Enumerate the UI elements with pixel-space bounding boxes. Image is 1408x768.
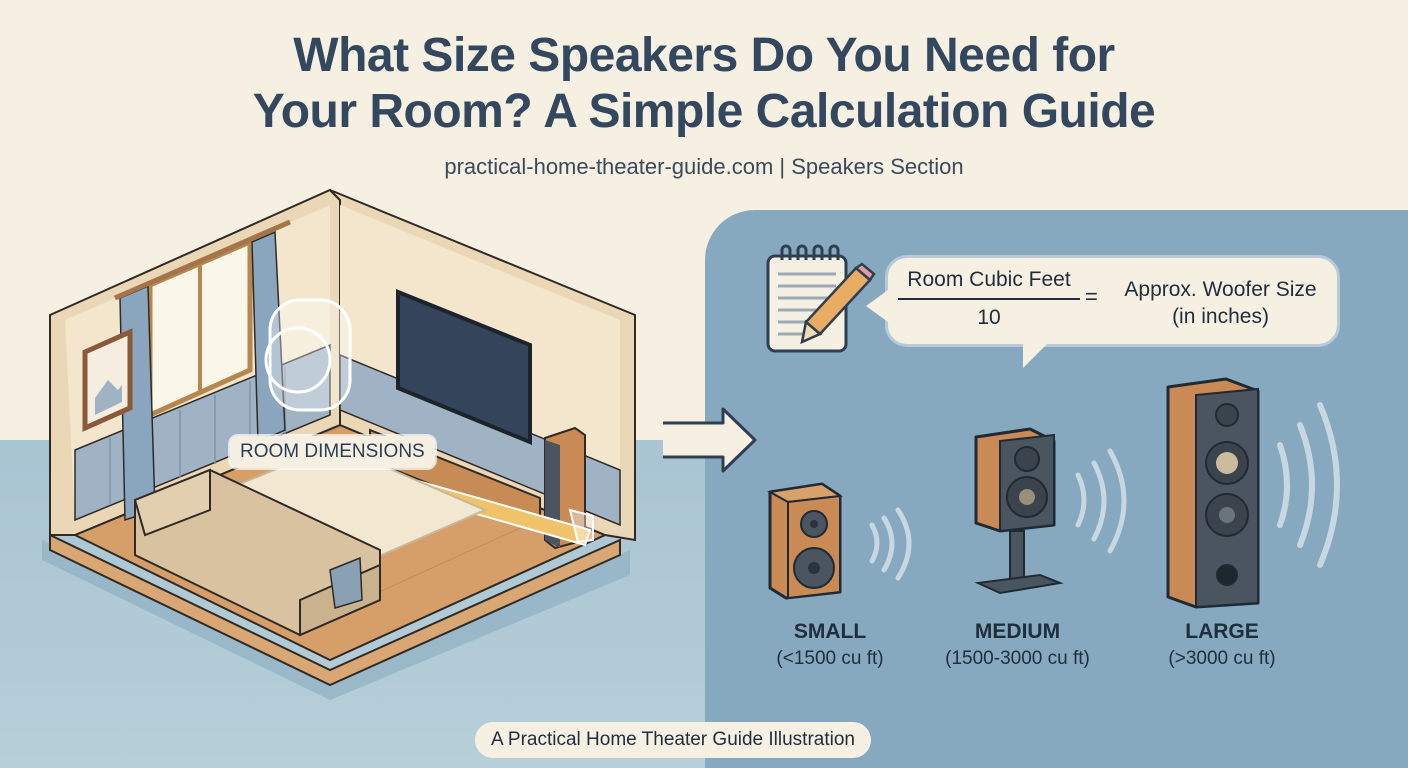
bubble-tail — [1023, 344, 1047, 368]
speaker-size-name: SMALL — [793, 620, 867, 643]
title-line-1: What Size Speakers Do You Need for — [293, 29, 1115, 82]
formula-result: Approx. Woofer Size (in inches) — [1108, 276, 1333, 330]
speaker-size-large: LARGE (>3000 cu ft) — [1148, 620, 1296, 670]
formula-result-line-1: Approx. Woofer Size — [1124, 278, 1317, 301]
footer-caption: A Practical Home Theater Guide Illustrat… — [475, 722, 871, 758]
bubble-tail — [866, 290, 888, 322]
page-title: What Size Speakers Do You Need for Your … — [0, 28, 1408, 140]
tower-speaker-icon — [1166, 377, 1340, 609]
speaker-size-range: (<1500 cu ft) — [776, 648, 884, 669]
speaker-size-name: LARGE — [1185, 620, 1259, 643]
room-icon — [42, 188, 636, 700]
formula-equals: = — [1085, 284, 1098, 309]
stand-speaker-icon — [974, 427, 1127, 595]
formula-bubble — [885, 255, 1340, 347]
speaker-size-medium: MEDIUM (1500-3000 cu ft) — [920, 620, 1115, 670]
speaker-size-range: (1500-3000 cu ft) — [945, 648, 1090, 669]
bookshelf-speaker-icon — [766, 482, 912, 600]
notepad-pencil-icon — [766, 244, 876, 353]
formula-result-line-2: (in inches) — [1172, 305, 1269, 328]
formula-fraction: Room Cubic Feet 10 — [898, 268, 1080, 330]
speaker-size-range: (>3000 cu ft) — [1168, 648, 1276, 669]
arrow-right-icon — [663, 407, 757, 473]
title-line-2: Your Room? A Simple Calculation Guide — [252, 85, 1156, 138]
formula-denominator: 10 — [977, 306, 1001, 329]
formula-numerator: Room Cubic Feet — [898, 268, 1080, 300]
subtitle: practical-home-theater-guide.com | Speak… — [444, 154, 964, 179]
speaker-size-small: SMALL (<1500 cu ft) — [760, 620, 900, 670]
speaker-size-name: MEDIUM — [974, 620, 1061, 643]
room-dimensions-label: ROOM DIMENSIONS — [230, 436, 435, 468]
sofa-icon — [133, 468, 381, 637]
